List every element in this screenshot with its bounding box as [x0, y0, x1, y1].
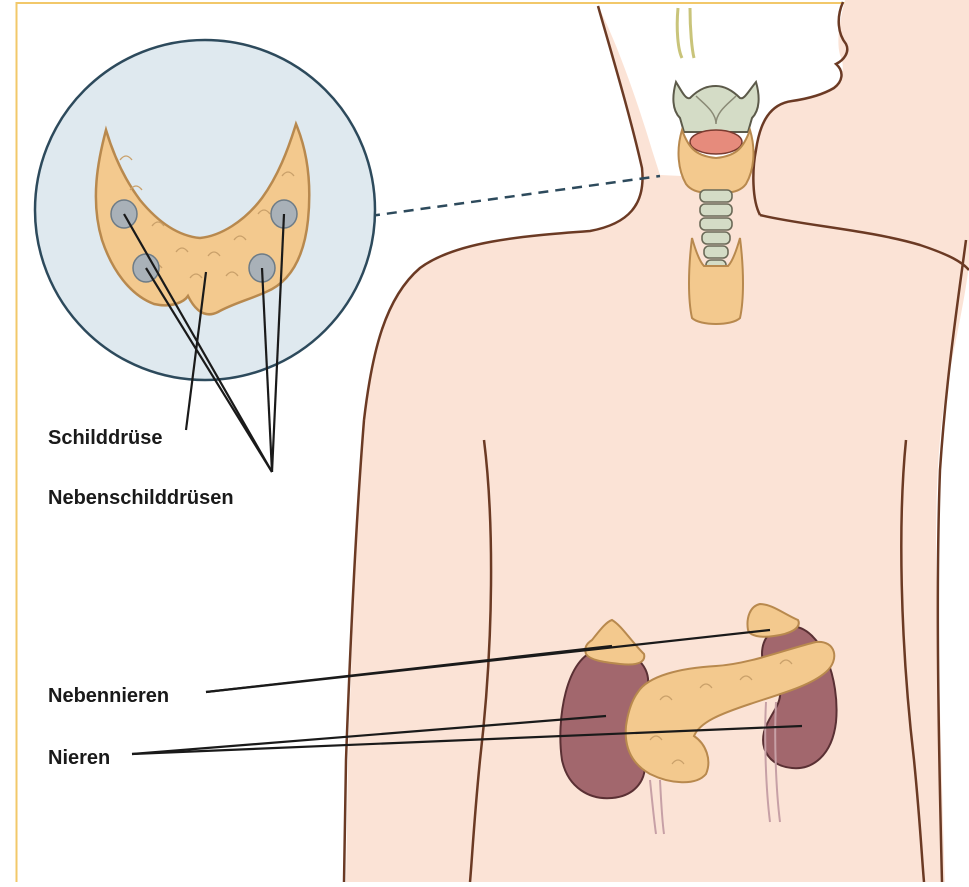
label-thyroid: Schilddrüse — [48, 428, 162, 448]
label-adrenal: Nebennieren — [48, 686, 169, 706]
spinal-cord — [677, 8, 694, 58]
zoom-connector-line — [370, 176, 660, 216]
label-parathyroid: Nebenschilddrüsen — [48, 488, 234, 508]
zoom-inset-circle — [35, 40, 375, 380]
label-kidneys: Nieren — [48, 748, 110, 768]
